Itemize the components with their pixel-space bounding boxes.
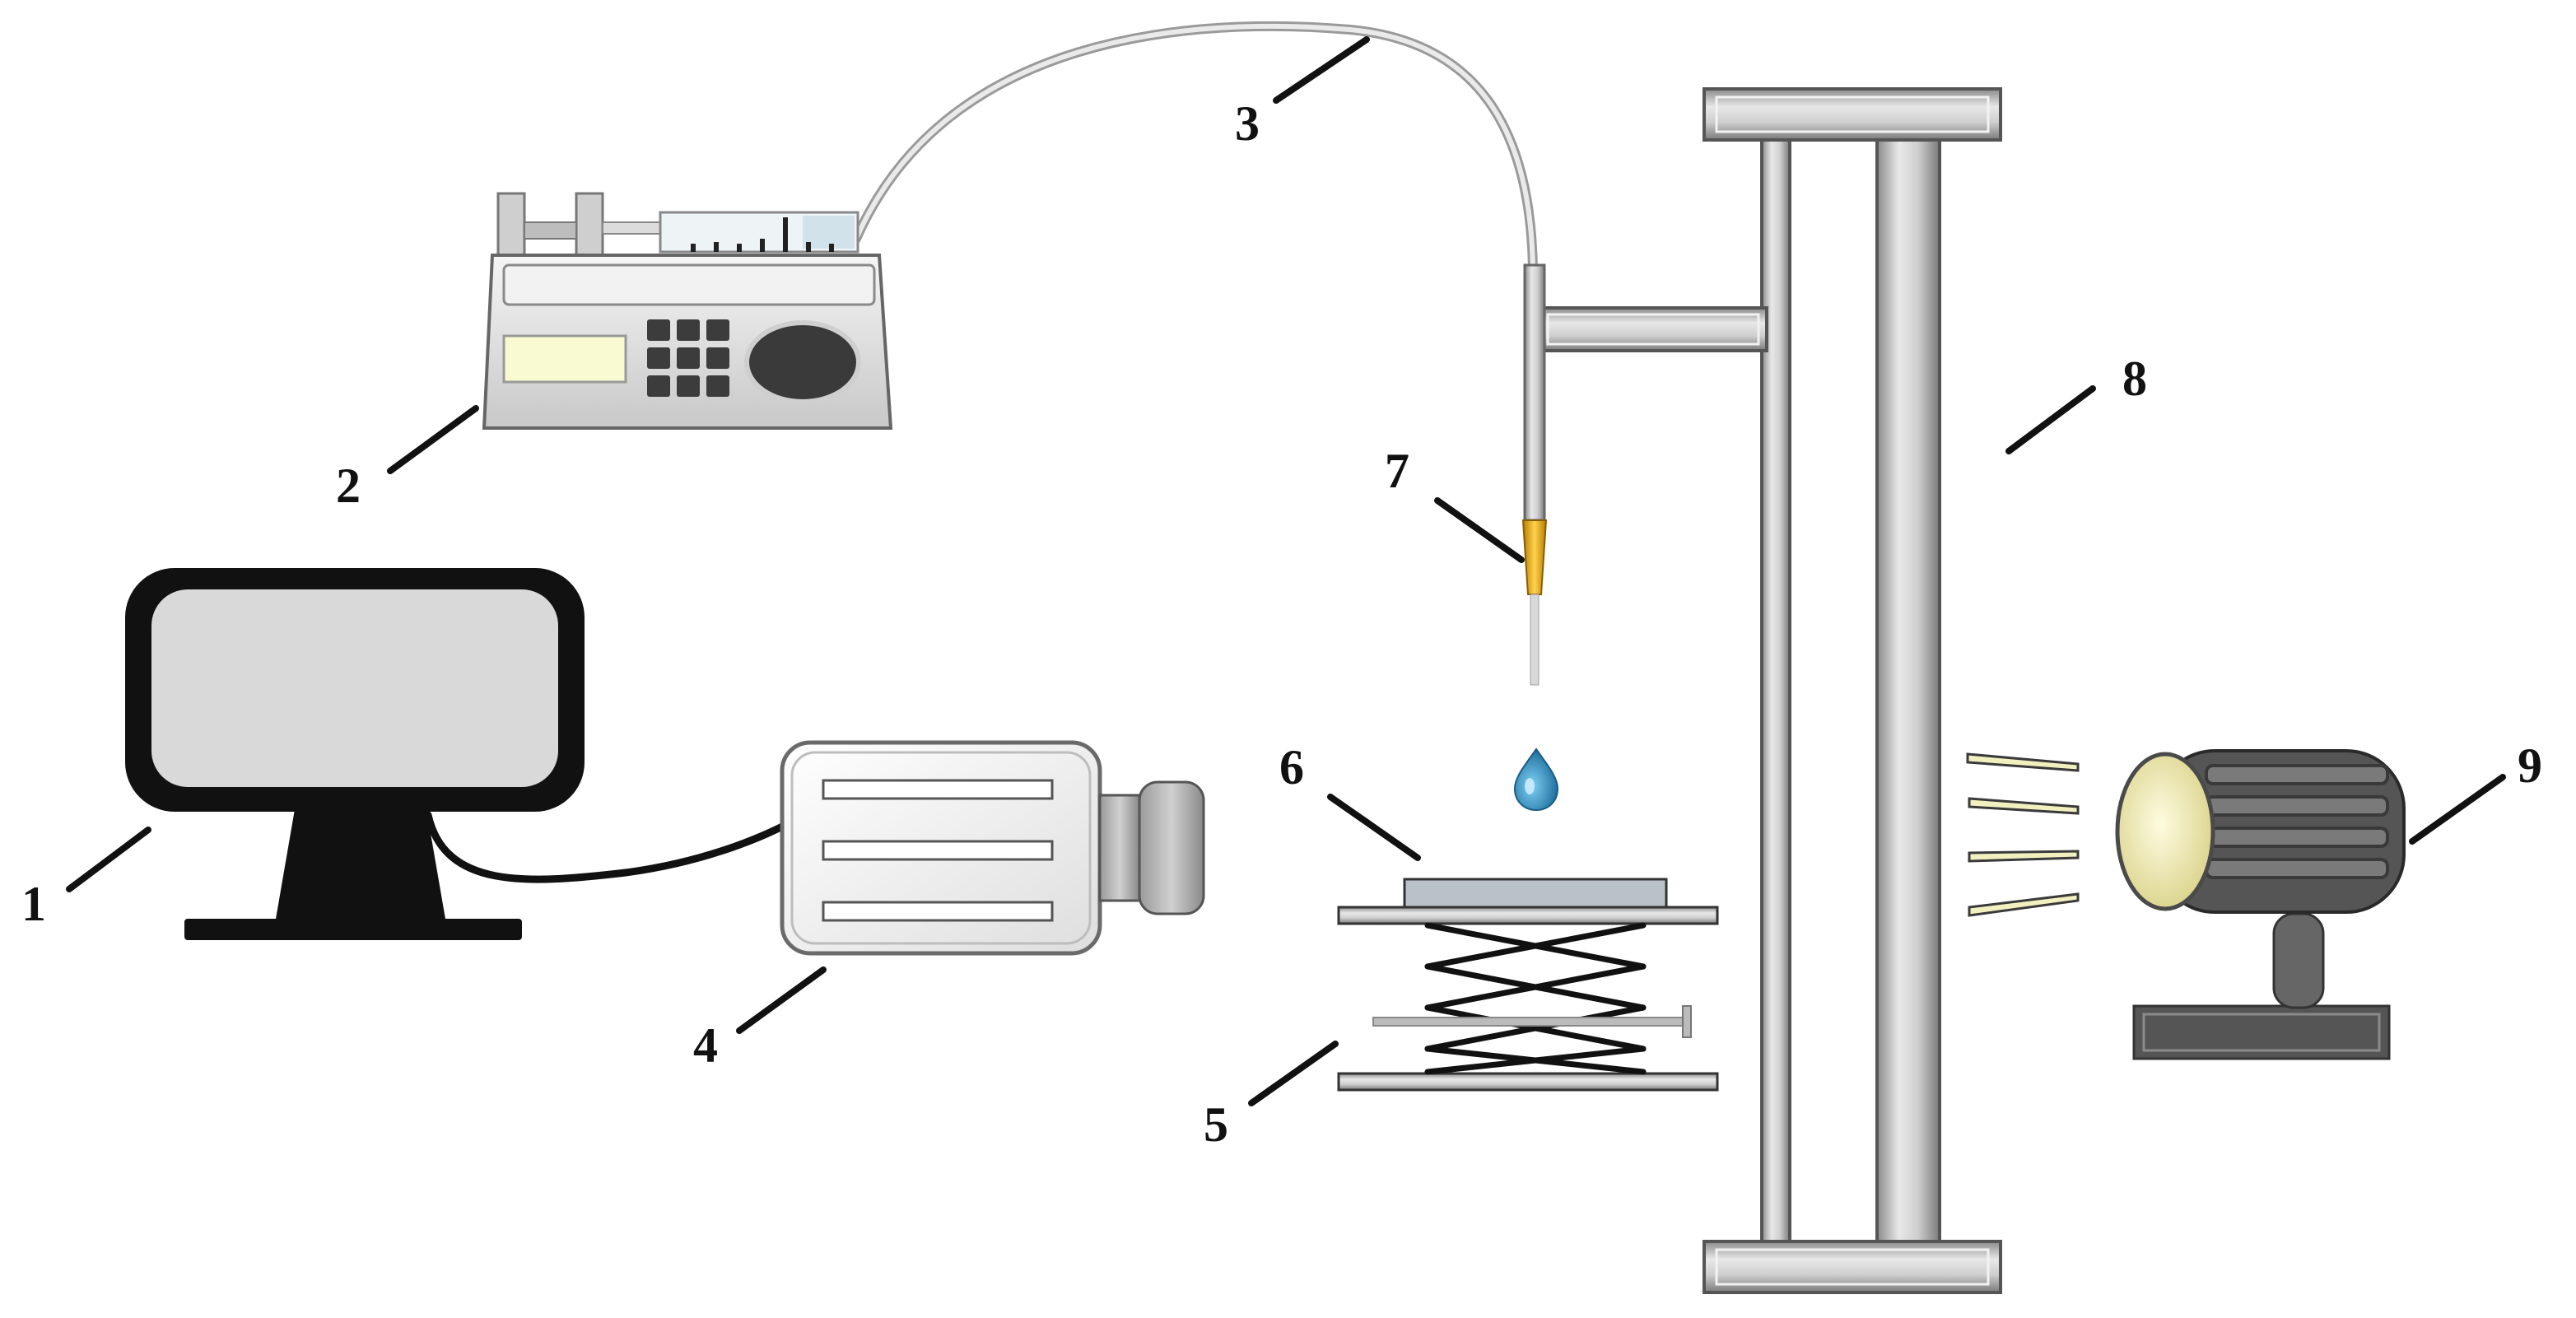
lift-screw xyxy=(1372,1005,1692,1038)
pump-keypad xyxy=(647,319,729,397)
camera-lens xyxy=(1138,780,1205,915)
light-rays xyxy=(1966,752,2080,917)
leader-line-3 xyxy=(1273,36,1370,104)
stand xyxy=(1538,87,2002,1294)
stand-thin-pole xyxy=(1760,138,1791,1243)
leader-line-7 xyxy=(1434,497,1525,563)
pump-display xyxy=(502,334,627,384)
tubing xyxy=(851,21,1538,277)
monitor-foot xyxy=(184,919,522,940)
camera-lens-mount xyxy=(1098,794,1141,902)
monitor xyxy=(125,568,585,940)
label-monitor: 1 xyxy=(21,877,46,931)
needle-capillary xyxy=(1530,594,1540,686)
label-stand: 8 xyxy=(2122,352,2147,406)
needle xyxy=(1521,263,1548,686)
monitor-neck xyxy=(275,790,446,924)
syringe-pump xyxy=(482,192,893,430)
label-syringe-pump: 2 xyxy=(336,459,361,513)
lamp-post xyxy=(2272,912,2325,1009)
lift-scissor xyxy=(1424,922,1647,1075)
lift-top-plate xyxy=(1337,906,1719,925)
droplet xyxy=(1513,747,1559,812)
leader-line-1 xyxy=(66,827,151,892)
stand-thick-pole xyxy=(1875,138,1941,1243)
needle-tip xyxy=(1521,519,1548,595)
leader-lines xyxy=(66,36,2506,1106)
leader-line-8 xyxy=(2005,385,2096,454)
pump-knob xyxy=(744,320,861,404)
camera-cable xyxy=(424,811,793,883)
monitor-screen xyxy=(151,589,558,787)
lift-stage xyxy=(1337,906,1719,1092)
lamp-lens xyxy=(2115,752,2215,911)
substrate xyxy=(1403,878,1668,909)
label-substrate: 6 xyxy=(1279,740,1304,794)
label-light-source: 9 xyxy=(2518,738,2542,793)
leader-line-4 xyxy=(736,966,827,1034)
label-tubing: 3 xyxy=(1235,96,1260,151)
leader-line-2 xyxy=(387,405,479,474)
camera xyxy=(780,740,1205,956)
leader-line-9 xyxy=(2409,774,2506,845)
leader-line-5 xyxy=(1248,1041,1339,1106)
label-lift-stage: 5 xyxy=(1204,1097,1228,1152)
label-needle: 7 xyxy=(1385,444,1409,498)
label-camera: 4 xyxy=(693,1018,718,1073)
lift-bottom-plate xyxy=(1337,1072,1719,1092)
leader-line-6 xyxy=(1327,794,1421,861)
light-source xyxy=(1966,749,2406,1060)
